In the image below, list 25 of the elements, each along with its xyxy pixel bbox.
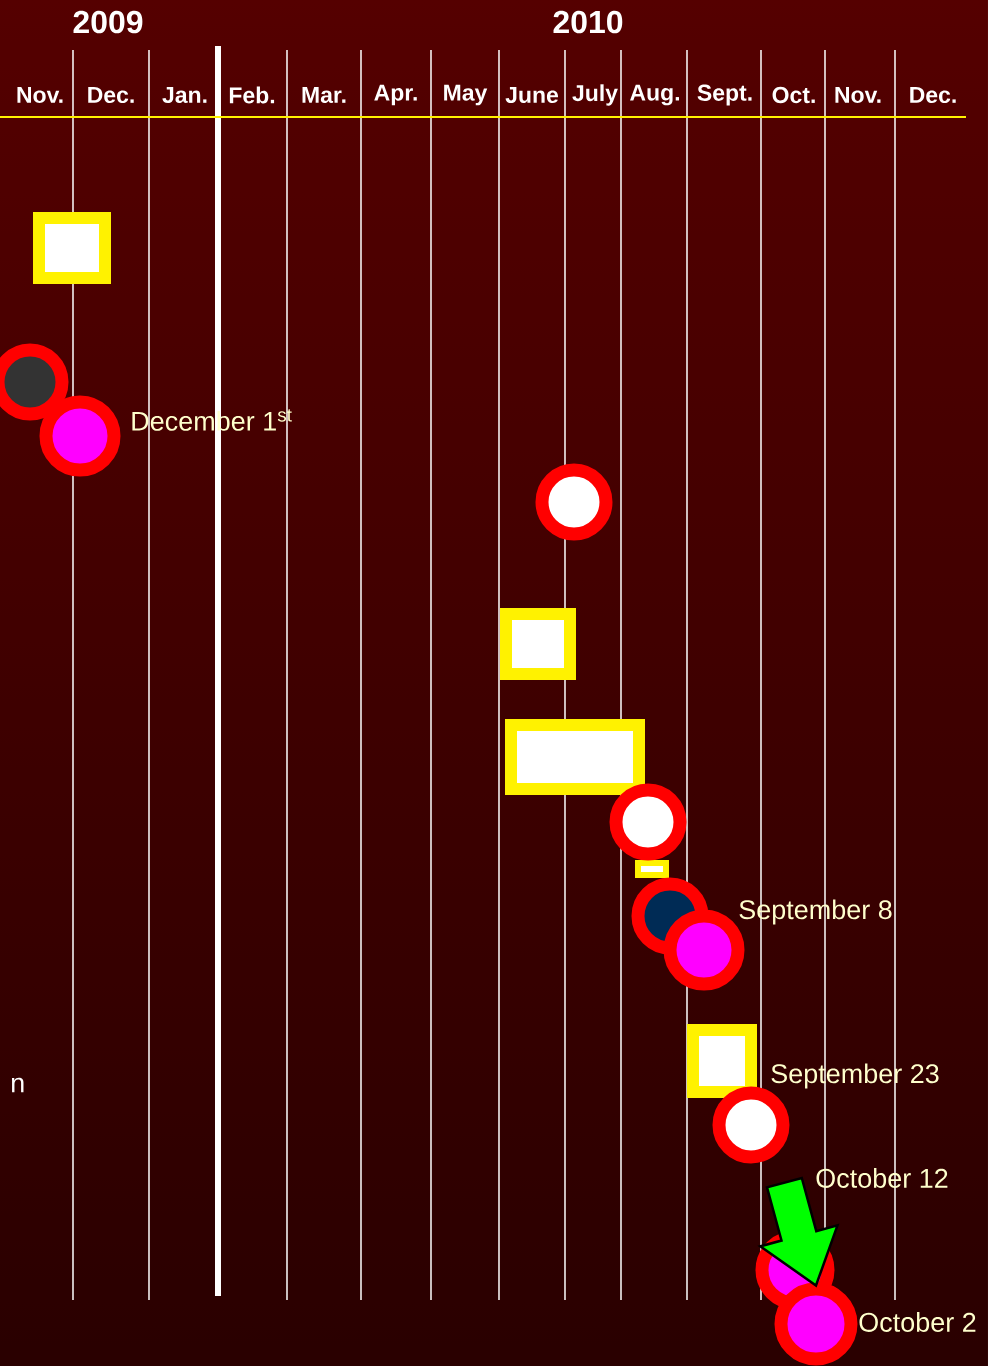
side-label: n bbox=[12, 1077, 24, 1093]
marker-square bbox=[33, 212, 111, 284]
block-arrow bbox=[757, 1176, 840, 1288]
month-label: Mar. bbox=[302, 87, 346, 104]
month-label: Dec. bbox=[910, 87, 956, 104]
date-label: October 2 bbox=[859, 1312, 976, 1332]
month-label: Feb. bbox=[229, 86, 275, 104]
month-label: May bbox=[444, 84, 488, 106]
month-label: Sept. bbox=[697, 84, 752, 106]
month-label: July bbox=[572, 84, 618, 106]
marker-circle bbox=[609, 783, 687, 861]
marker-square bbox=[500, 608, 576, 680]
month-label: Jan. bbox=[162, 87, 207, 104]
month-label: June bbox=[505, 87, 559, 104]
year-label: 2010 bbox=[553, 10, 623, 34]
month-label: Oct. bbox=[772, 86, 815, 104]
marker-bar bbox=[635, 860, 669, 878]
month-label: Dec. bbox=[88, 87, 134, 104]
month-label: Apr. bbox=[374, 84, 417, 106]
marker-circle bbox=[535, 463, 613, 541]
marker-square bbox=[505, 719, 645, 795]
year-label: 2009 bbox=[73, 10, 143, 34]
month-label: Aug. bbox=[630, 84, 679, 106]
month-label: Nov. bbox=[17, 87, 63, 104]
month-label: Nov. bbox=[835, 87, 881, 104]
